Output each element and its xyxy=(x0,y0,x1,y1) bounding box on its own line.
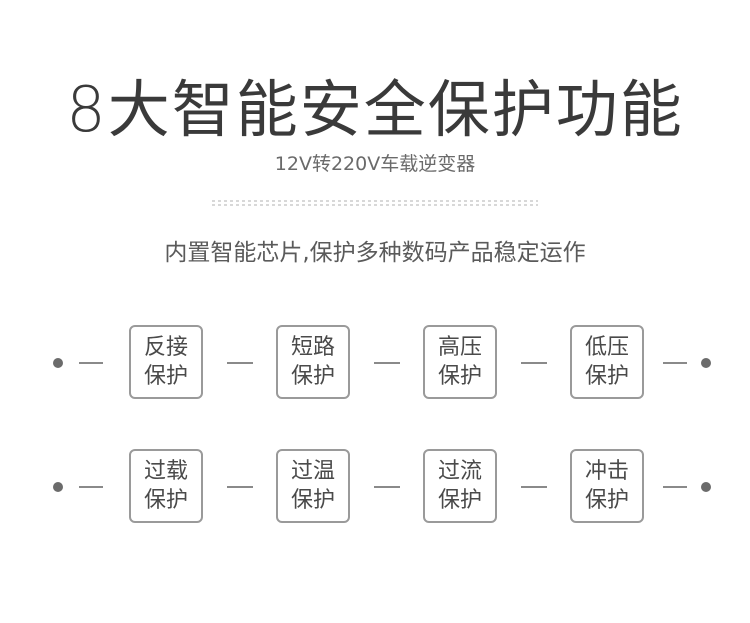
protection-item-line1: 低压 xyxy=(584,335,629,360)
protection-row-1: 反接 保护 短路 保护 高压 保护 低压 保护 xyxy=(0,325,750,401)
left-dot-icon xyxy=(53,482,63,492)
protection-item-line1: 冲击 xyxy=(584,459,629,484)
page-title: 8大智能安全保护功能 xyxy=(66,73,684,146)
connector-line xyxy=(521,486,547,488)
protection-item-line1: 高压 xyxy=(437,335,482,360)
protection-item-line2: 保护 xyxy=(584,488,629,513)
protection-item-line1: 短路 xyxy=(290,335,335,360)
protection-item: 高压 保护 xyxy=(423,325,497,399)
connector-line xyxy=(79,486,103,488)
connector-line xyxy=(663,362,687,364)
page-subtitle: 12V转220V车载逆变器 xyxy=(274,153,476,175)
protection-item-line2: 保护 xyxy=(437,364,482,389)
protection-item: 低压 保护 xyxy=(570,325,644,399)
connector-line xyxy=(374,486,400,488)
protection-item: 过温 保护 xyxy=(276,449,350,523)
protection-item: 冲击 保护 xyxy=(570,449,644,523)
decorative-divider xyxy=(212,198,538,208)
protection-item: 过载 保护 xyxy=(129,449,203,523)
protection-item: 短路 保护 xyxy=(276,325,350,399)
right-dot-icon xyxy=(701,358,711,368)
protection-item: 反接 保护 xyxy=(129,325,203,399)
protection-item-line1: 过流 xyxy=(437,459,482,484)
connector-line xyxy=(521,362,547,364)
connector-line xyxy=(227,486,253,488)
protection-row-2: 过载 保护 过温 保护 过流 保护 冲击 保护 xyxy=(0,449,750,525)
protection-item-line2: 保护 xyxy=(290,364,335,389)
right-dot-icon xyxy=(701,482,711,492)
connector-line xyxy=(227,362,253,364)
connector-line xyxy=(374,362,400,364)
protection-item-line2: 保护 xyxy=(143,364,188,389)
protection-item-line1: 过温 xyxy=(290,459,335,484)
protection-item-line2: 保护 xyxy=(437,488,482,513)
protection-item-line1: 反接 xyxy=(143,335,188,360)
connector-line xyxy=(79,362,103,364)
connector-line xyxy=(663,486,687,488)
protection-item-line2: 保护 xyxy=(143,488,188,513)
protection-item-line2: 保护 xyxy=(290,488,335,513)
protection-item-line1: 过载 xyxy=(143,459,188,484)
protection-item-line2: 保护 xyxy=(584,364,629,389)
left-dot-icon xyxy=(53,358,63,368)
protection-item: 过流 保护 xyxy=(423,449,497,523)
feature-description: 内置智能芯片,保护多种数码产品稳定运作 xyxy=(164,240,586,266)
